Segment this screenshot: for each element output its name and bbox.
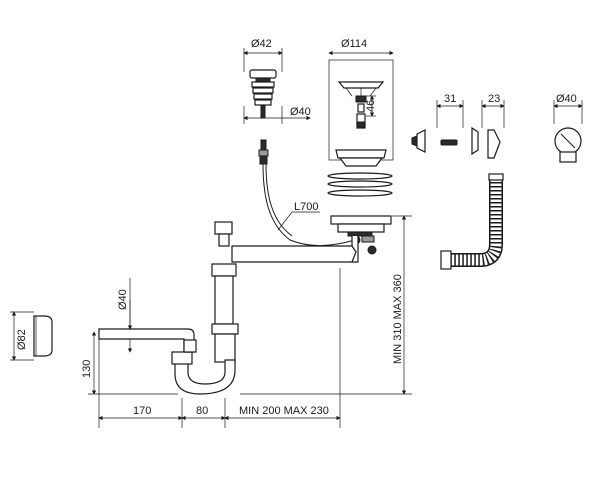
dimension-d114: Ø114 [341,38,367,50]
dimension-d40-pipe-group: Ø40 [117,278,133,353]
dimension-h130-group: 130 [81,331,178,395]
dimension-w31: 31 [444,93,456,105]
dimension-baseline-group: 170 80 MIN 200 MAX 230 [98,268,341,428]
wall-rosette-part: Ø82 [10,311,53,361]
dimension-d40-overflow: Ø40 [556,93,577,105]
dimension-min-max-vertical: MIN 310 MAX 360 [392,274,404,364]
dimension-w23: 23 [488,93,500,105]
cable-end-part [258,139,356,247]
dimension-min-max-horizontal: MIN 200 MAX 230 [239,405,329,417]
cable-length-label: L700 [277,201,320,231]
dimension-w80: 80 [196,405,208,417]
dimension-h130: 130 [81,360,93,378]
overflow-hose-part [440,173,504,270]
dimension-d82: Ø82 [16,329,28,350]
dimension-d40-pipe: Ø40 [117,289,129,310]
dimension-h46: 46 [365,100,377,112]
dimension-w170: 170 [133,405,151,417]
plug-stopper-part: Ø42 Ø40 [243,38,311,124]
strainer-gaskets-part [327,172,393,197]
dimension-d42: Ø42 [251,38,272,50]
overflow-parts: 31 23 [411,93,505,159]
overflow-cap-d40: Ø40 [553,93,583,163]
horizontal-drain-arm [214,221,357,263]
dimension-d40-plug: Ø40 [290,106,311,118]
wall-connector-pipe [98,328,197,353]
drain-outlet-part [330,215,392,263]
dimension-vertical-group: MIN 310 MAX 360 [240,215,412,395]
strainer-basket-part: Ø114 46 [328,38,394,167]
dimension-l700: L700 [294,201,318,213]
siphon-body [171,263,239,395]
